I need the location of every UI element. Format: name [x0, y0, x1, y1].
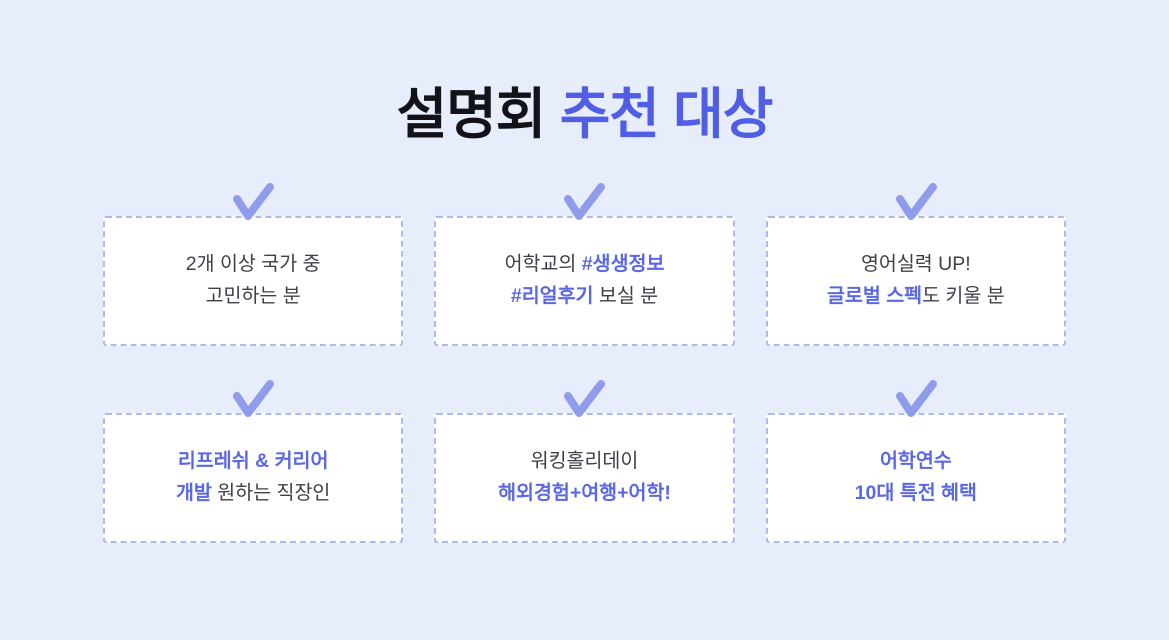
- checkmark-icon: [560, 379, 608, 418]
- card-5: 워킹홀리데이 해외경험+여행+어학!: [434, 412, 735, 543]
- card-line: 영어실력 UP!: [861, 249, 971, 280]
- card-line: 고민하는 분: [206, 281, 301, 312]
- checkmark-icon: [229, 182, 277, 221]
- card-line: 워킹홀리데이: [531, 446, 639, 477]
- card-line: 리프레쉬 & 커리어: [178, 446, 329, 477]
- checkmark-icon: [892, 182, 940, 221]
- card-text-accent: #리얼후기: [510, 284, 594, 307]
- checkmark-icon: [229, 379, 277, 418]
- card-text: 2개 이상 국가 중: [185, 253, 321, 276]
- card-6: 어학연수 10대 특전 혜택: [765, 412, 1066, 543]
- card-text: 보실 분: [598, 284, 659, 307]
- card-text: 영어실력 UP!: [860, 253, 971, 276]
- cards-grid: 2개 이상 국가 중 고민하는 분 어학교의 #생생정보 #리얼후기 보실 분: [103, 182, 1066, 543]
- title-accent: 추천 대상: [559, 83, 774, 145]
- card-line: 어학연수: [880, 446, 952, 477]
- title-main: 설명회: [396, 83, 547, 145]
- checkmark-icon: [560, 182, 608, 221]
- card-text: 워킹홀리데이: [530, 450, 639, 473]
- card-wrap-2: 어학교의 #생생정보 #리얼후기 보실 분: [434, 182, 735, 346]
- card-line: 글로벌 스펙도 키울 분: [827, 281, 1005, 312]
- card-3: 영어실력 UP! 글로벌 스펙도 키울 분: [765, 215, 1066, 346]
- card-wrap-6: 어학연수 10대 특전 혜택: [765, 379, 1066, 543]
- card-text-accent: #생생정보: [581, 253, 665, 276]
- card-text-accent: 해외경험+여행+어학!: [498, 481, 671, 504]
- card-wrap-4: 리프레쉬 & 커리어 개발 원하는 직장인: [103, 379, 404, 543]
- card-line: 2개 이상 국가 중: [186, 249, 321, 280]
- card-line: 어학교의 #생생정보: [505, 249, 665, 280]
- card-4: 리프레쉬 & 커리어 개발 원하는 직장인: [103, 412, 404, 543]
- card-text-accent: 어학연수: [879, 450, 952, 473]
- card-text-accent: 글로벌 스펙: [826, 284, 923, 307]
- card-2: 어학교의 #생생정보 #리얼후기 보실 분: [434, 215, 735, 346]
- card-line: 개발 원하는 직장인: [176, 478, 330, 509]
- card-1: 2개 이상 국가 중 고민하는 분: [103, 215, 404, 346]
- card-line: #리얼후기 보실 분: [511, 281, 658, 312]
- card-text-accent: 리프레쉬 & 커리어: [177, 450, 329, 473]
- card-wrap-1: 2개 이상 국가 중 고민하는 분: [103, 182, 404, 346]
- card-wrap-3: 영어실력 UP! 글로벌 스펙도 키울 분: [765, 182, 1066, 346]
- card-text: 원하는 직장인: [217, 481, 331, 504]
- card-text: 고민하는 분: [205, 284, 301, 307]
- card-text-accent: 개발: [175, 481, 212, 504]
- card-text: 어학교의: [504, 253, 577, 276]
- card-text: 도 키울 분: [922, 284, 1005, 307]
- card-wrap-5: 워킹홀리데이 해외경험+여행+어학!: [434, 379, 735, 543]
- card-line: 10대 특전 혜택: [855, 478, 977, 509]
- page-title: 설명회 추천 대상: [103, 84, 1066, 145]
- card-line: 해외경험+여행+어학!: [498, 478, 671, 509]
- checkmark-icon: [892, 379, 940, 418]
- card-text-accent: 10대 특전 혜택: [854, 481, 977, 504]
